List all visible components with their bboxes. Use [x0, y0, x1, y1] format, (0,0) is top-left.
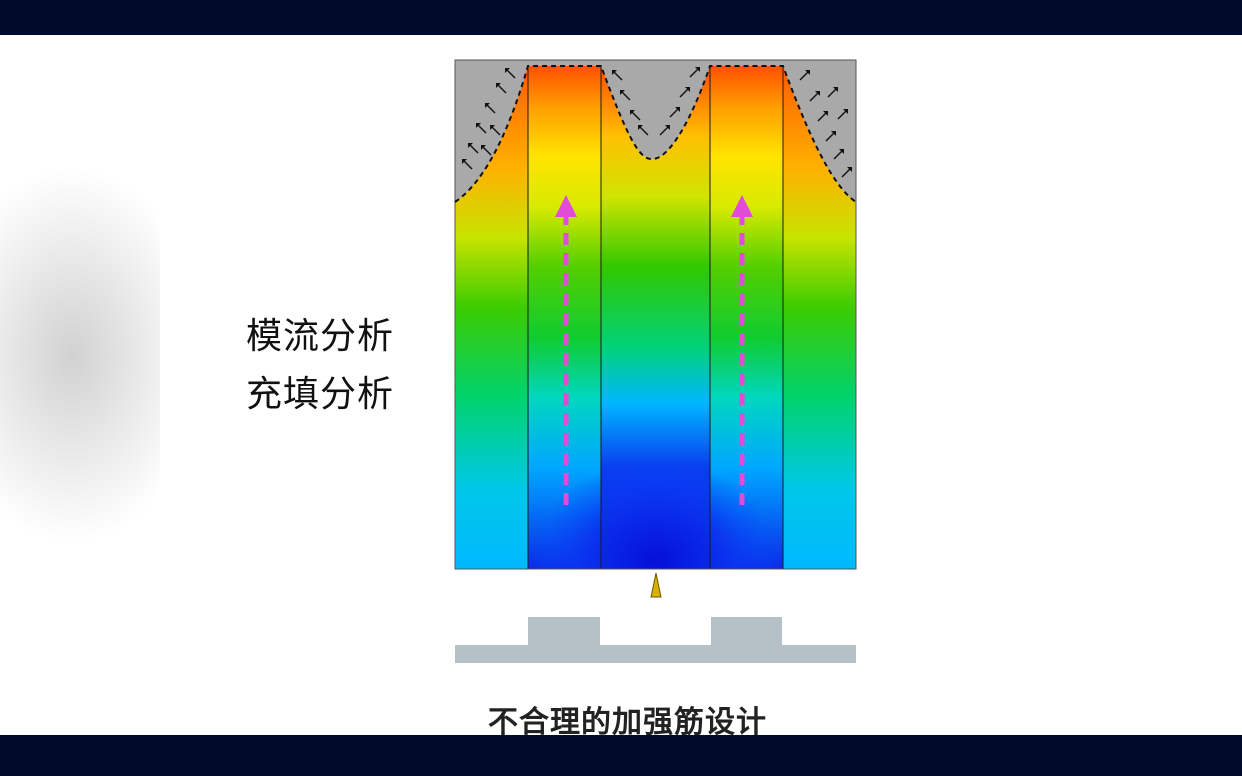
video-frame-top — [0, 0, 1242, 35]
mold-flow-label: 模流分析 — [246, 316, 395, 357]
air-escape-arrows — [463, 68, 851, 178]
melt-front-line — [454, 65, 857, 203]
fill-analysis-diagram — [454, 59, 857, 663]
fill-analysis-label: 充填分析 — [246, 374, 395, 415]
filled-section-left — [455, 66, 528, 569]
gate-icon — [650, 572, 662, 598]
filled-section-right — [783, 66, 856, 569]
slide: 模流分析 充填分析 — [0, 35, 1242, 735]
plate-outline — [454, 59, 857, 570]
gate-blue-zone — [531, 440, 781, 569]
video-frame-bottom — [0, 735, 1242, 776]
flow-arrow-left-head — [555, 195, 577, 217]
rib-cross-section — [455, 617, 856, 663]
caption: 不合理的加强筋设计 — [488, 705, 767, 735]
air-escape-arrowheads — [462, 67, 852, 172]
flow-arrow-right-head — [731, 195, 753, 217]
rib-boundaries — [527, 66, 784, 569]
slide-shadow — [0, 165, 160, 545]
